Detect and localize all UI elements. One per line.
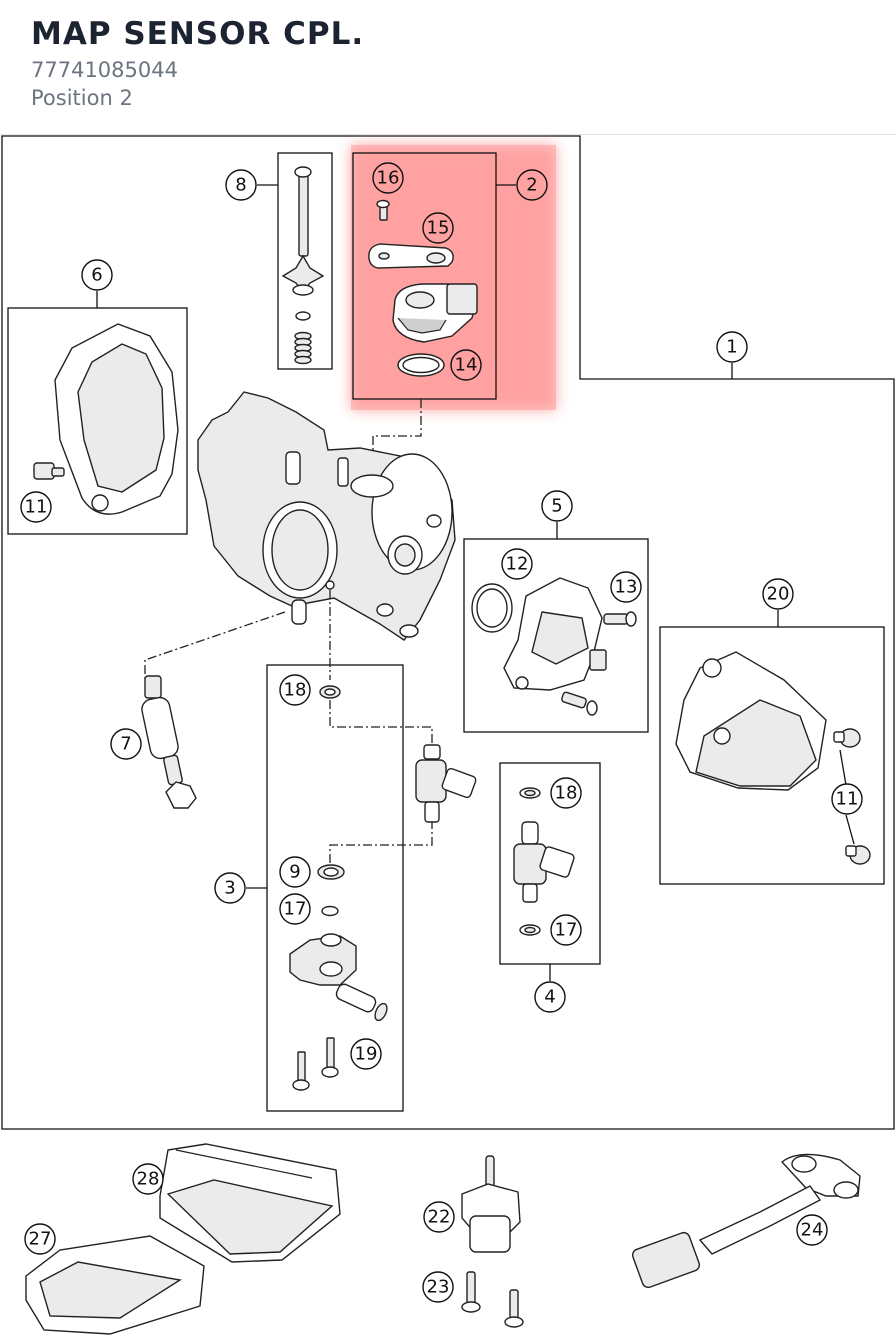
callout-4[interactable]: 4 (534, 981, 566, 1013)
screws-23 (461, 1271, 524, 1328)
callout-27-label: 27 (29, 1229, 52, 1250)
callout-1-label: 1 (726, 337, 737, 358)
callout-18-group4[interactable]: 18 (550, 777, 582, 809)
callout-13-label: 13 (615, 577, 638, 598)
callout-2-label: 2 (526, 175, 537, 196)
callout-2[interactable]: 2 (516, 169, 548, 201)
callout-6-label: 6 (91, 265, 102, 286)
callout-11-sensor-label: 11 (836, 789, 859, 810)
callout-23[interactable]: 23 (422, 1271, 454, 1303)
map-sensor-parts (368, 199, 478, 377)
highlight-fill-group-2 (351, 145, 556, 410)
throttle-body (197, 391, 456, 641)
sensor-20-parts (675, 651, 871, 865)
callout-9[interactable]: 9 (279, 856, 311, 888)
group-1-outline (1, 135, 895, 1130)
callout-6[interactable]: 6 (81, 259, 113, 291)
callout-24-label: 24 (801, 1220, 824, 1241)
callout-15-label: 15 (427, 218, 450, 239)
callout-3[interactable]: 3 (214, 872, 246, 904)
callout-7-label: 7 (120, 734, 131, 755)
group-8-box[interactable] (277, 152, 333, 370)
callout-17-group3-label: 17 (284, 899, 307, 920)
assembly-line-injector-2 (329, 820, 433, 870)
callout-7[interactable]: 7 (110, 728, 142, 760)
callout-1[interactable]: 1 (716, 331, 748, 363)
callout-20[interactable]: 20 (762, 578, 794, 610)
group-3-box[interactable] (266, 664, 404, 1112)
part-number: 77741085044 (31, 58, 178, 82)
callout-8-label: 8 (235, 175, 246, 196)
callout-4-label: 4 (544, 987, 555, 1008)
callout-19-label: 19 (355, 1044, 378, 1065)
callout-18-group3[interactable]: 18 (279, 674, 311, 706)
cable-24 (631, 1153, 861, 1289)
callout-14-label: 14 (455, 355, 478, 376)
callout-28-label: 28 (137, 1169, 160, 1190)
callout-18-group4-label: 18 (555, 783, 578, 804)
callout-19[interactable]: 19 (350, 1038, 382, 1070)
assembly-line-injector (329, 700, 433, 745)
control-unit-27 (25, 1235, 205, 1335)
callout-11-sensor[interactable]: 11 (831, 783, 863, 815)
group-20-box[interactable] (659, 626, 885, 885)
callout-8[interactable]: 8 (225, 169, 257, 201)
callout-28[interactable]: 28 (132, 1163, 164, 1195)
callout-20-label: 20 (767, 584, 790, 605)
callout-24[interactable]: 24 (796, 1214, 828, 1246)
callout-11-cover[interactable]: 11 (20, 491, 52, 523)
position-label: Position 2 (31, 86, 133, 110)
injector-4-parts (513, 787, 575, 936)
callout-23-label: 23 (427, 1277, 450, 1298)
callout-5[interactable]: 5 (541, 490, 573, 522)
group-2-box[interactable] (352, 152, 497, 400)
cover-parts (33, 323, 179, 515)
callout-14[interactable]: 14 (450, 349, 482, 381)
callout-11-cover-label: 11 (25, 497, 48, 518)
callout-17-group4-label: 17 (555, 920, 578, 941)
group-5-box[interactable] (463, 538, 649, 733)
idle-screw-parts (281, 166, 325, 365)
injector-3-parts (289, 685, 477, 1091)
callout-12-label: 12 (506, 554, 529, 575)
callout-3-label: 3 (224, 878, 235, 899)
callout-13[interactable]: 13 (610, 571, 642, 603)
page-title: MAP SENSOR CPL. (31, 16, 365, 52)
callout-18-group3-label: 18 (284, 680, 307, 701)
callout-16-label: 16 (377, 168, 400, 189)
callout-17-group3[interactable]: 17 (279, 893, 311, 925)
header: MAP SENSOR CPL. 77741085044 Position 2 (0, 0, 896, 134)
callout-16[interactable]: 16 (372, 162, 404, 194)
callout-15[interactable]: 15 (422, 212, 454, 244)
tps-sensor-parts (471, 577, 637, 716)
callout-27[interactable]: 27 (24, 1223, 56, 1255)
callout-5-label: 5 (551, 496, 562, 517)
callout-9-label: 9 (289, 862, 300, 883)
sensor-22 (461, 1155, 521, 1253)
callout-22-label: 22 (428, 1207, 451, 1228)
callout-22[interactable]: 22 (423, 1201, 455, 1233)
callout-12[interactable]: 12 (501, 548, 533, 580)
header-divider (0, 134, 896, 135)
callout-17-group4[interactable]: 17 (550, 914, 582, 946)
sensor-7 (141, 675, 197, 809)
assembly-line-7 (144, 611, 286, 680)
control-unit-28 (159, 1143, 341, 1263)
